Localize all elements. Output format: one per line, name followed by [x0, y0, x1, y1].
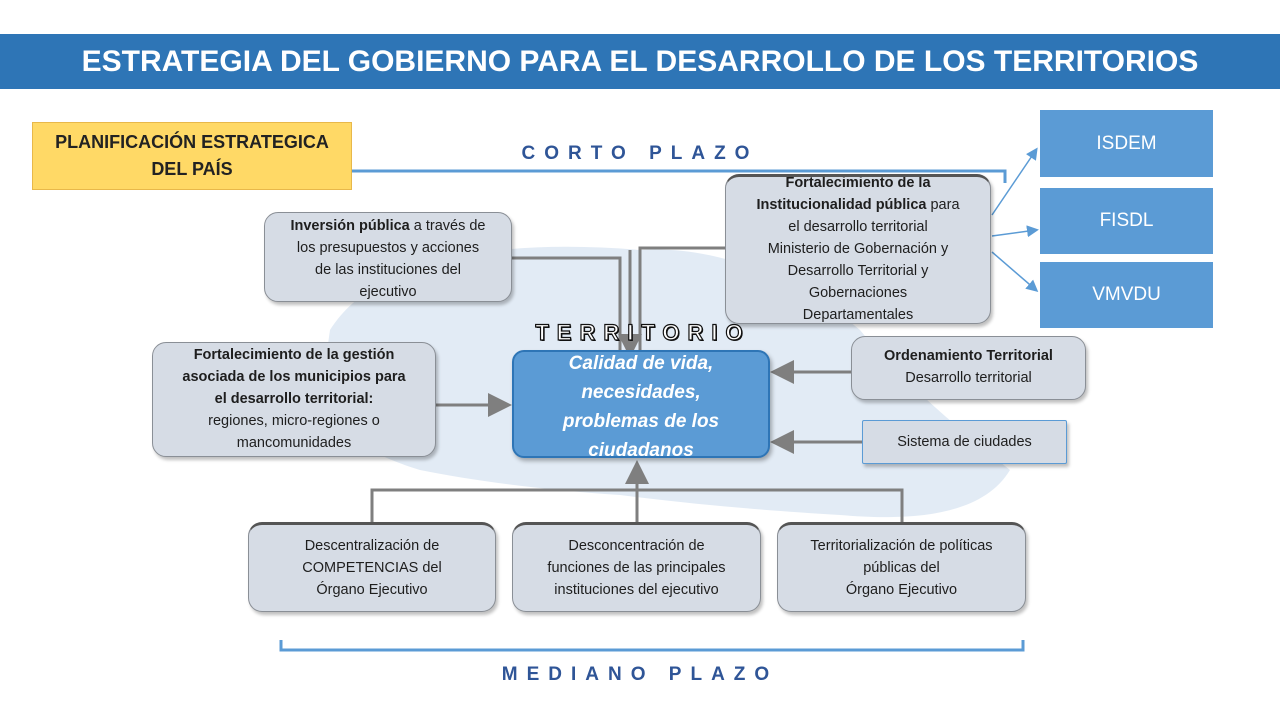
- territorializacion-l2: públicas del: [863, 560, 940, 576]
- desconcentracion-box: Desconcentración de funciones de las pri…: [512, 522, 761, 612]
- gestion-l1: Fortalecimiento de la gestión: [193, 347, 395, 363]
- centro-l2: necesidades,: [581, 382, 701, 403]
- ordenamiento-l2: Desarrollo territorial: [905, 370, 1032, 386]
- fort-inst-l5: Desarrollo Territorial y: [787, 263, 929, 279]
- page-title: ESTRATEGIA DEL GOBIERNO PARA EL DESARROL…: [0, 34, 1280, 89]
- centro-l4: ciudadanos: [588, 440, 694, 458]
- territorializacion-l3: Órgano Ejecutivo: [845, 582, 958, 598]
- sistema-de-ciudades-box: Sistema de ciudades: [862, 420, 1067, 464]
- planificacion-line1: PLANIFICACIÓN ESTRATEGICA: [55, 132, 329, 152]
- vmvdu-box: VMVDU: [1040, 262, 1213, 328]
- gestion-l2: asociada de los municipios para: [182, 369, 406, 385]
- fort-inst-l3: el desarrollo territorial: [788, 219, 928, 235]
- desconcentracion-l1: Desconcentración de: [568, 538, 705, 554]
- descentralizacion-l1: Descentralización de: [304, 538, 440, 554]
- inversion-l4: ejecutivo: [359, 284, 417, 300]
- fort-inst-l2-rest: para: [926, 197, 960, 213]
- centro-l3: problemas de los: [562, 411, 720, 432]
- descentralizacion-l3: Órgano Ejecutivo: [316, 582, 428, 598]
- inversion-l2: los presupuestos y acciones: [296, 240, 480, 256]
- ordenamiento-territorial-box: Ordenamiento Territorial Desarrollo terr…: [851, 336, 1086, 400]
- desconcentracion-l3: instituciones del ejecutivo: [554, 582, 719, 598]
- planificacion-box: PLANIFICACIÓN ESTRATEGICA DEL PAÍS: [32, 122, 352, 190]
- inversion-bold: Inversión pública: [290, 218, 410, 234]
- gestion-l3: el desarrollo territorial:: [214, 391, 374, 407]
- descentralizacion-l2: COMPETENCIAS del: [302, 560, 442, 576]
- territorializacion-box: Territorialización de políticas públicas…: [777, 522, 1026, 612]
- ordenamiento-l1: Ordenamiento Territorial: [884, 348, 1053, 364]
- gestion-l5: mancomunidades: [236, 435, 352, 451]
- territorializacion-l1: Territorialización de políticas: [810, 538, 993, 554]
- fort-inst-l2-bold: Institucionalidad pública: [756, 197, 927, 213]
- desconcentracion-l2: funciones de las principales: [547, 560, 726, 576]
- fisdl-box: FISDL: [1040, 188, 1213, 254]
- fortalecimiento-institucionalidad-box: Fortalecimiento de la Institucionalidad …: [725, 174, 991, 324]
- corto-plazo-label: CORTO PLAZO: [521, 143, 759, 164]
- mediano-plazo-label: MEDIANO PLAZO: [501, 664, 779, 685]
- fort-inst-l4: Ministerio de Gobernación y: [767, 241, 949, 257]
- fort-inst-l6: Gobernaciones: [808, 285, 908, 301]
- descentralizacion-box: Descentralización de COMPETENCIAS del Ór…: [248, 522, 496, 612]
- territorio-label: TERRITORIO: [535, 319, 751, 345]
- planificacion-line2: DEL PAÍS: [151, 159, 233, 179]
- gestion-l4: regiones, micro-regiones o: [208, 413, 380, 429]
- isdem-box: ISDEM: [1040, 110, 1213, 177]
- calidad-de-vida-box: Calidad de vida, necesidades, problemas …: [512, 350, 770, 458]
- fort-inst-l7: Departamentales: [802, 307, 914, 323]
- fort-inst-l1: Fortalecimiento de la: [785, 175, 931, 191]
- inversion-rest: a través de: [409, 218, 486, 234]
- gestion-asociada-box: Fortalecimiento de la gestión asociada d…: [152, 342, 436, 457]
- inversion-publica-box: Inversión pública a través de los presup…: [264, 212, 512, 302]
- centro-l1: Calidad de vida,: [568, 353, 714, 374]
- inversion-l3: de las instituciones del: [315, 262, 461, 278]
